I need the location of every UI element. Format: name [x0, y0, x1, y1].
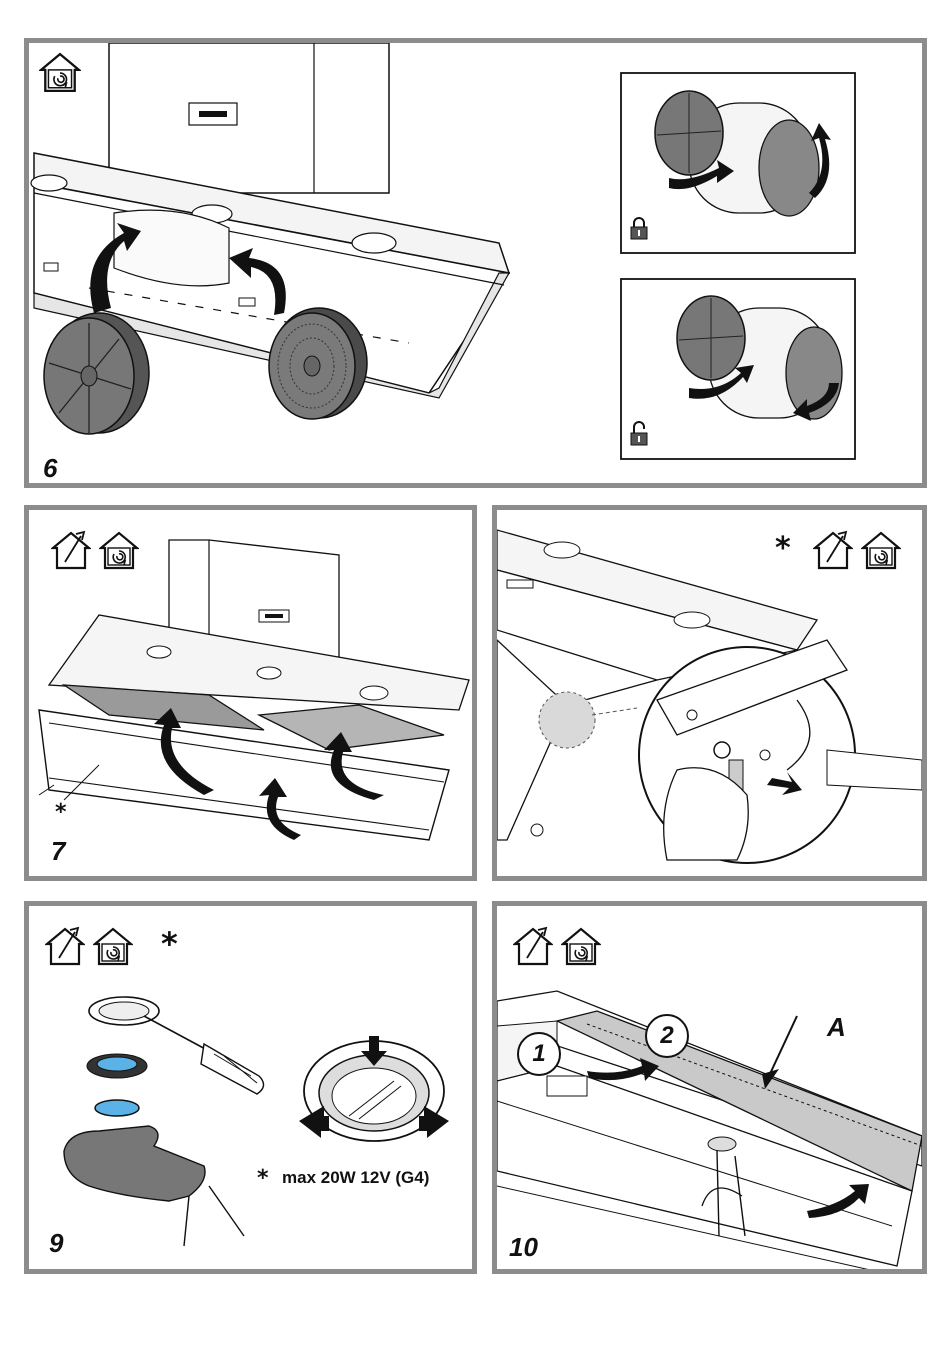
callout-a: A: [827, 1012, 846, 1043]
step-8-panel: *: [492, 505, 927, 881]
locked-padlock-icon: [629, 215, 649, 241]
extraction-house-icon: [45, 926, 85, 966]
step-7-panel: * 7: [24, 505, 477, 881]
extraction-house-icon: [513, 926, 553, 966]
step-10-panel: 1 2 A 10: [492, 901, 927, 1274]
carbon-filter-right: [269, 308, 367, 419]
carbon-filter-left: [44, 313, 149, 434]
filter-install-illustration: [29, 43, 922, 483]
lamp-bracket-detail-illustration: [497, 510, 922, 876]
step-number: 6: [43, 453, 57, 484]
step-number: 10: [509, 1232, 538, 1263]
asterisk-marker: *: [55, 802, 67, 824]
step-6-panel: 6: [24, 38, 927, 488]
callout-1: 1: [517, 1032, 561, 1076]
extraction-house-icon: [813, 530, 853, 570]
recirculation-house-icon: [861, 530, 901, 570]
lamp-spec-note: max 20W 12V (G4): [282, 1168, 429, 1188]
step-number: 7: [51, 836, 65, 867]
unlocked-padlock-icon: [629, 421, 649, 447]
asterisk-marker: *: [161, 928, 178, 960]
lamp-cover-detail: [299, 1036, 449, 1141]
note-asterisk: *: [257, 1168, 269, 1190]
recirculation-house-icon: [39, 51, 81, 93]
extraction-house-icon: [51, 530, 91, 570]
step-number: 9: [49, 1228, 63, 1259]
recirculation-house-icon: [93, 926, 133, 966]
asterisk-marker: *: [775, 534, 791, 564]
grease-filter-illustration: [29, 510, 472, 876]
recirculation-house-icon: [99, 530, 139, 570]
recirculation-house-icon: [561, 926, 601, 966]
step-9-panel: * * max 20W 12V (G4) 9: [24, 901, 477, 1274]
callout-2: 2: [645, 1014, 689, 1058]
